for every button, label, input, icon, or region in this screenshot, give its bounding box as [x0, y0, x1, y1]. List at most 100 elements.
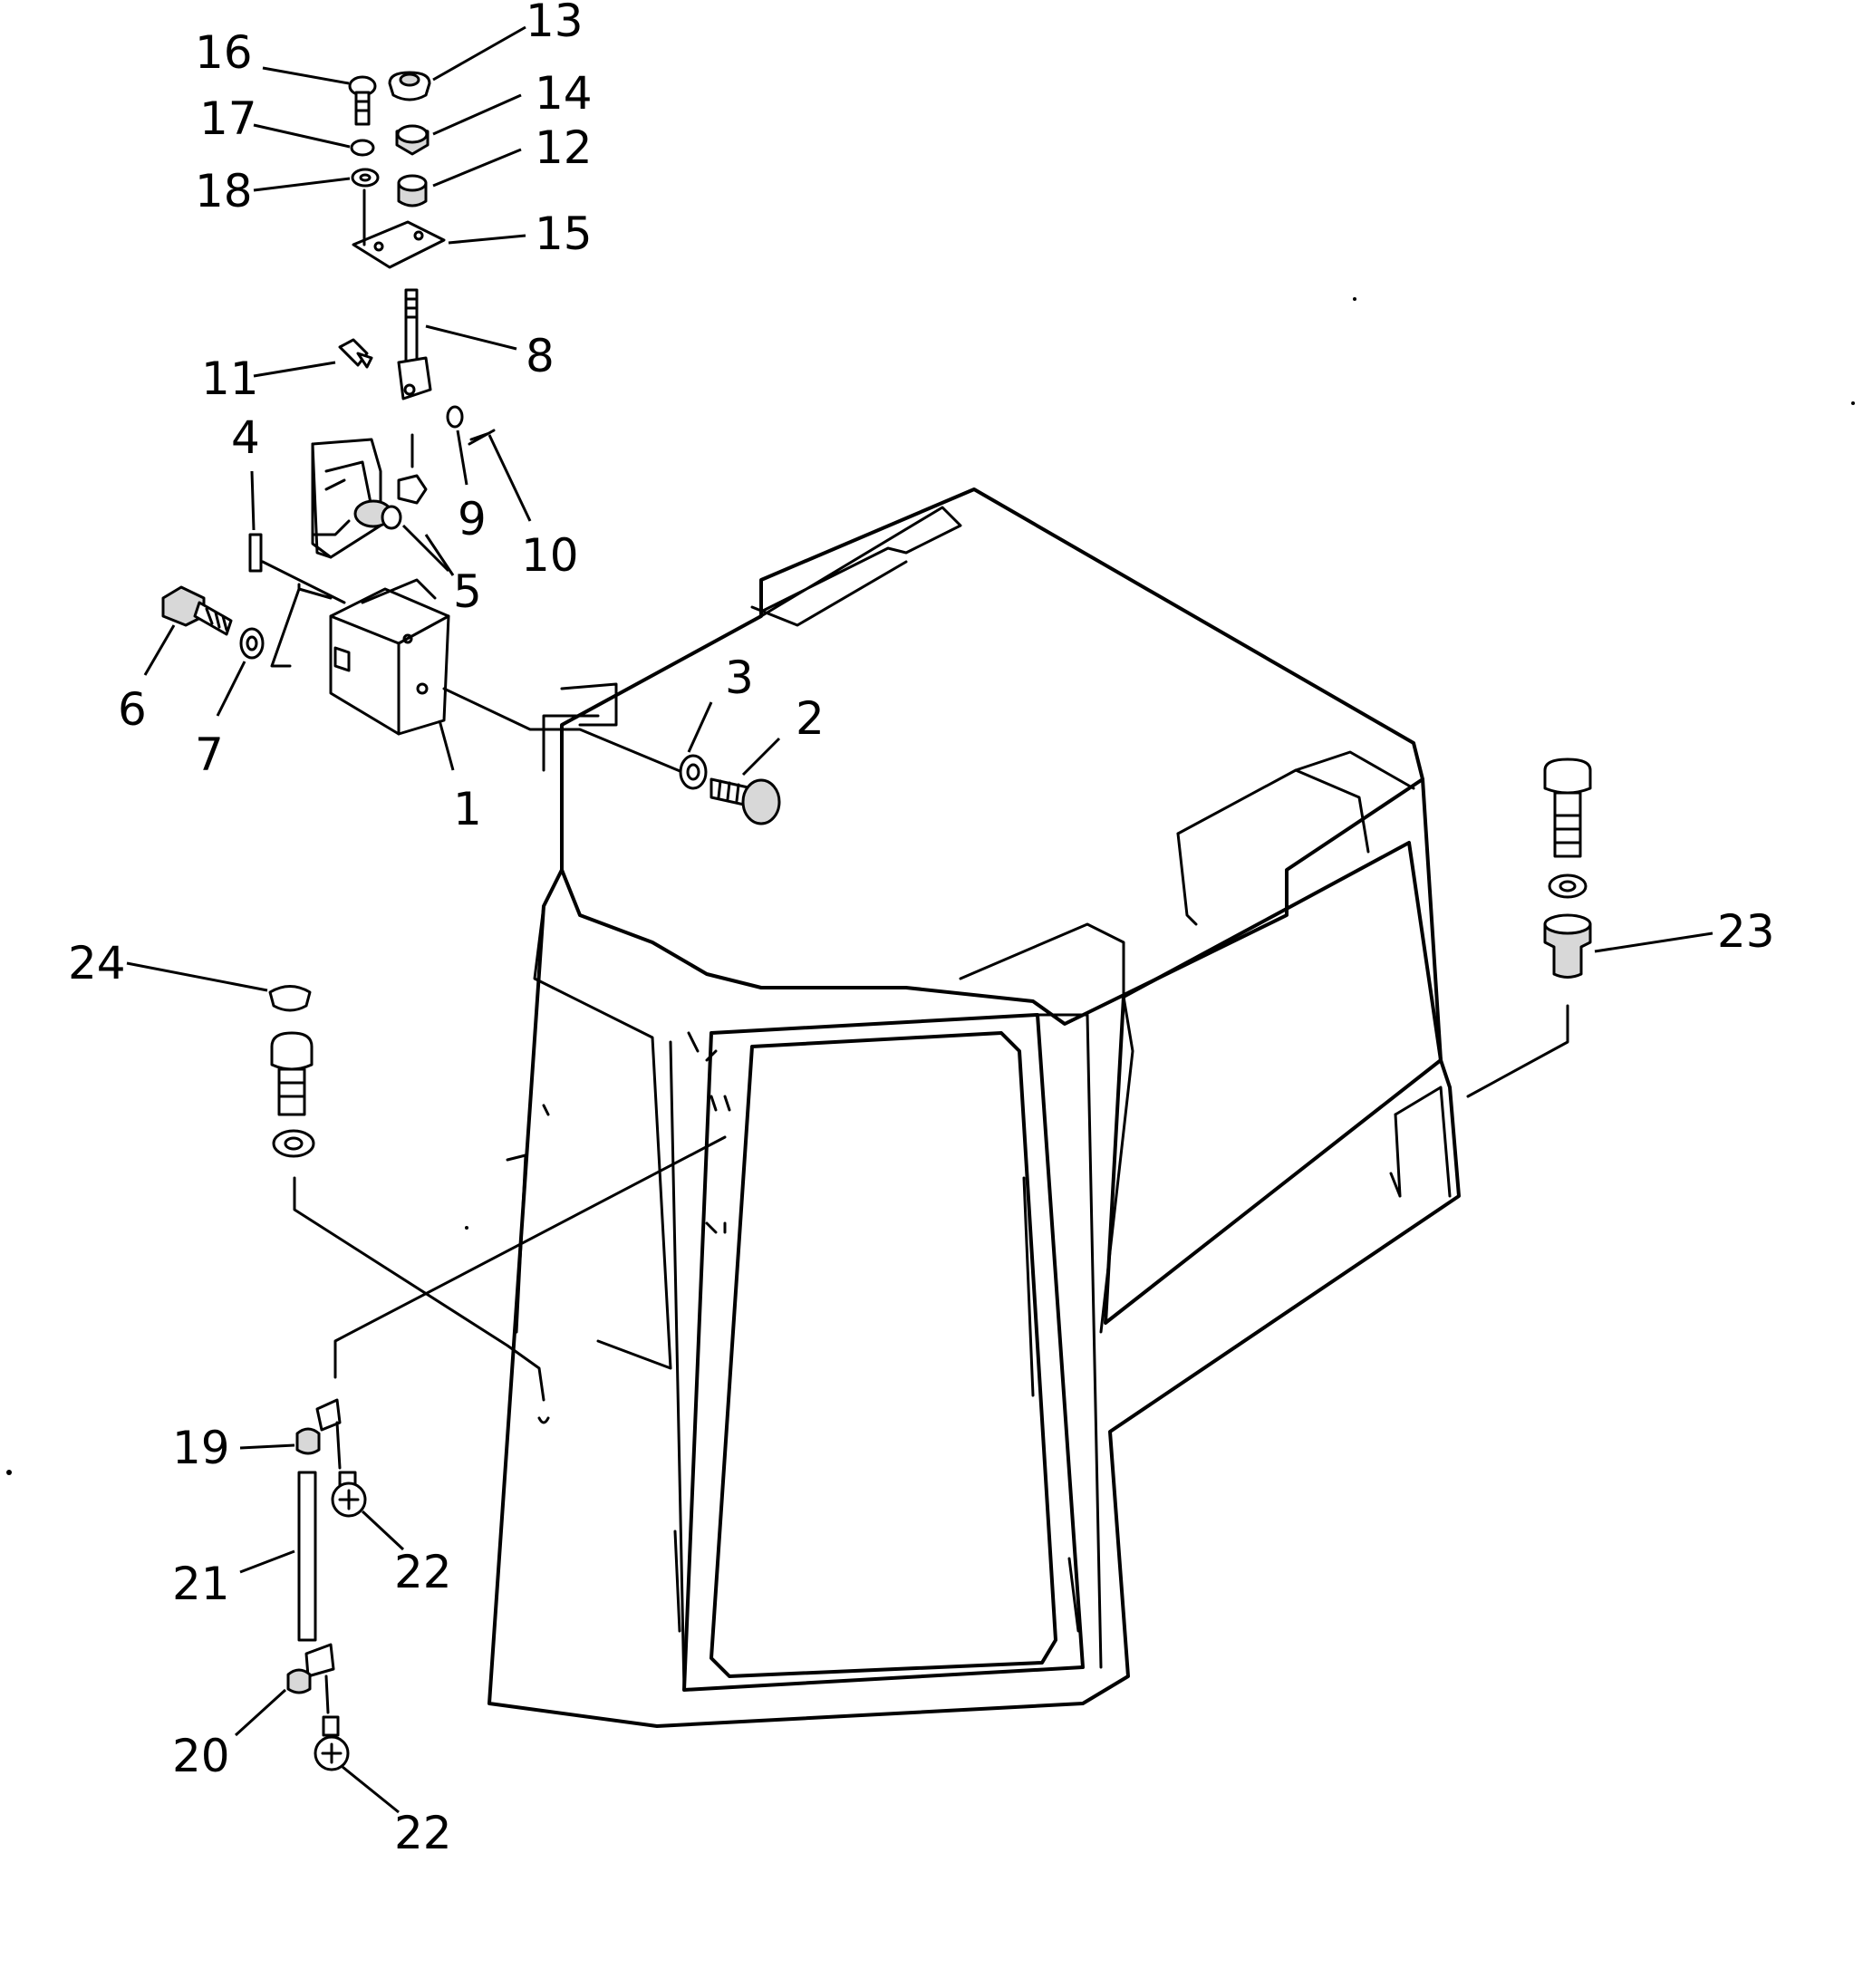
- bolt-threads-left: [277, 1081, 306, 1098]
- windshield-pillar-left: [669, 1040, 686, 1692]
- leader-18: [253, 177, 351, 192]
- bolt-shank-right: [1553, 791, 1582, 858]
- cab-lower-outline: [487, 777, 1461, 1728]
- frame-edges: [542, 1104, 1080, 1633]
- bracket-top: [361, 578, 437, 604]
- leader-16: [262, 66, 350, 85]
- leader-19: [239, 1443, 295, 1450]
- windshield-outer: [682, 1013, 1085, 1692]
- grommet-23-top: [1543, 913, 1592, 935]
- leader-2: [741, 737, 781, 777]
- leader-10: [487, 434, 532, 522]
- callout-9: 9: [458, 493, 487, 545]
- washer-18-hole: [359, 173, 372, 182]
- bolt-2-threads: [717, 779, 740, 803]
- callout-14: 14: [535, 67, 593, 120]
- left-mount-parts: [268, 985, 550, 1424]
- callout-labels: 1 2 3 4 5 6 7 8 9 10 11 12 13 14 15 16 1…: [68, 0, 1775, 1859]
- callout-18: 18: [195, 165, 253, 217]
- roof-boss: [560, 682, 618, 727]
- leader-4: [250, 470, 256, 531]
- leader-14: [432, 93, 522, 136]
- top-small-parts: [348, 71, 446, 269]
- roof-rib-front: [759, 506, 962, 618]
- clevis-hole: [403, 383, 416, 396]
- speck: [1353, 297, 1356, 301]
- callout-16: 16: [195, 26, 253, 79]
- cotter-pin-10: [468, 429, 496, 446]
- key-4: [248, 533, 263, 573]
- speck: [465, 1226, 468, 1230]
- leader-1b: [438, 719, 455, 771]
- washer-3-hole: [686, 763, 700, 781]
- windshield-marks: [687, 1031, 718, 1062]
- right-window: [1104, 841, 1443, 1325]
- mount-line: [442, 687, 690, 777]
- screw-22b-cross: [321, 1742, 343, 1764]
- roof-boss-lines: [542, 714, 600, 772]
- leader-1: [424, 534, 455, 576]
- bolt-6-shank: [193, 601, 233, 636]
- callout-7: 7: [195, 729, 224, 781]
- roof-rib-rear-inner: [1176, 768, 1370, 854]
- screw-22a-cross: [338, 1489, 360, 1510]
- right-mount-parts: [1466, 758, 1592, 1098]
- roof-rear-edge: [959, 922, 1125, 999]
- leader-7: [216, 661, 246, 717]
- callout-22-lower: 22: [394, 1807, 452, 1859]
- callout-15: 15: [535, 207, 593, 260]
- mount-line-left: [293, 1176, 545, 1402]
- callout-24: 24: [68, 937, 126, 989]
- cap-19: [295, 1427, 321, 1455]
- lower-parts: [286, 1135, 727, 1771]
- rear-detail: [1394, 1086, 1452, 1198]
- leader-20: [234, 1688, 287, 1737]
- motor-edges: [311, 442, 373, 559]
- washer-right-hole: [1559, 880, 1577, 893]
- callout-4: 4: [231, 411, 260, 464]
- bolt-2-head: [741, 778, 781, 825]
- pin-11-shaft: [356, 352, 373, 369]
- washer-3: [679, 754, 708, 790]
- washer-9: [446, 405, 464, 429]
- leader-13: [432, 25, 526, 82]
- roof-rib-side: [1176, 832, 1198, 926]
- leader-9: [456, 429, 468, 486]
- cap-13-top: [399, 72, 420, 87]
- washer-left: [272, 1129, 315, 1158]
- callout-23: 23: [1717, 905, 1775, 958]
- plate-15: [352, 220, 446, 269]
- bracket-lower-line: [324, 1674, 330, 1714]
- leader-22a: [361, 1510, 405, 1551]
- callout-20: 20: [172, 1730, 230, 1782]
- callout-5: 5: [453, 565, 482, 618]
- bracket-edges: [329, 614, 450, 736]
- screw-22b-shank: [322, 1715, 340, 1737]
- roof-rib-front-inner: [750, 560, 908, 627]
- bracket-hole-2: [402, 633, 413, 644]
- mount-line-lower: [333, 1135, 727, 1379]
- callout-19: 19: [172, 1422, 230, 1474]
- rod-threads: [404, 297, 419, 319]
- rear-detail-2: [1389, 1113, 1402, 1198]
- motor-shaft: [381, 505, 402, 530]
- bolt-head-left: [270, 1031, 314, 1071]
- screw-16-shank: [354, 91, 371, 126]
- left-hole: [537, 1416, 550, 1424]
- windshield-pillar-right: [1036, 1013, 1103, 1669]
- speck: [6, 1470, 12, 1475]
- bracket-tab: [333, 646, 351, 672]
- key-connector: [261, 560, 346, 668]
- callout-6: 6: [118, 683, 147, 736]
- bolt-threads-right: [1553, 814, 1582, 844]
- hole-marks: [705, 1095, 731, 1234]
- wiper-assembly: [161, 288, 781, 825]
- speck: [1851, 401, 1855, 405]
- washer-right: [1548, 873, 1588, 899]
- rod-21: [297, 1471, 317, 1642]
- cab-body: [487, 487, 1461, 1728]
- callout-8: 8: [526, 330, 555, 382]
- motor-detail: [311, 478, 351, 536]
- callout-11: 11: [201, 352, 259, 405]
